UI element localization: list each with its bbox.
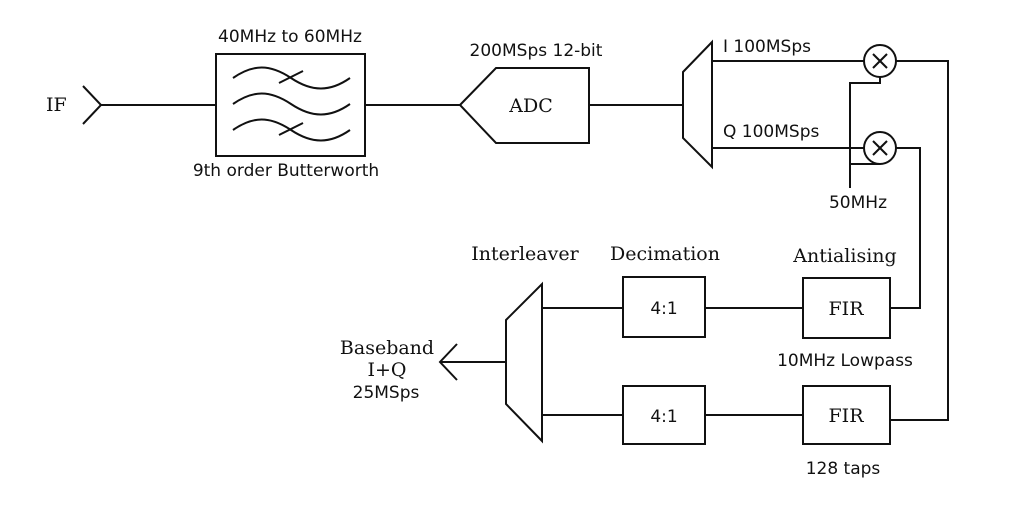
fir-taps-label: 128 taps <box>806 459 881 479</box>
decimation-header: Decimation <box>610 243 720 265</box>
fir-block-bottom <box>802 385 891 445</box>
bandpass-order-label: 9th order Butterworth <box>193 161 379 181</box>
bandpass-filter-icon <box>232 66 351 142</box>
lo-frequency-label: 50MHz <box>829 193 887 213</box>
i-mixer-icon <box>863 44 897 78</box>
output-label-line1: Baseband <box>340 337 434 359</box>
interleaver-header: Interleaver <box>471 243 579 265</box>
output-arrow-icon <box>438 343 458 381</box>
q-channel-label: Q 100MSps <box>723 122 819 142</box>
decimation-bottom-ratio: 4:1 <box>650 407 677 427</box>
adc-spec-label: 200MSps 12-bit <box>470 41 603 61</box>
bandpass-filter-block <box>215 53 366 157</box>
q-mixer-icon <box>863 131 897 165</box>
bandpass-range-label: 40MHz to 60MHz <box>218 27 362 47</box>
adc-label: ADC <box>508 95 553 117</box>
fir-top-label: FIR <box>829 298 865 320</box>
fir-bottom-label: FIR <box>829 405 865 427</box>
decimation-block-top <box>622 276 706 338</box>
decimation-block-bottom <box>622 385 706 445</box>
interleaver-block <box>505 281 543 444</box>
fir-lowpass-label: 10MHz Lowpass <box>777 351 913 371</box>
i-mixer-to-fir-wire <box>890 60 949 421</box>
decimation-top-ratio: 4:1 <box>650 299 677 319</box>
output-label-line2: I+Q <box>367 359 406 381</box>
lo-feed-i-wire <box>849 77 881 188</box>
output-label-line3: 25MSps <box>353 383 420 403</box>
iq-demux-block <box>682 39 713 170</box>
if-input-label: IF <box>46 94 67 116</box>
if-antenna-arrow <box>82 85 103 125</box>
q-mixer-to-fir-wire <box>890 147 921 309</box>
i-channel-label: I 100MSps <box>723 37 811 57</box>
antialiasing-header: Antialising <box>792 245 896 267</box>
